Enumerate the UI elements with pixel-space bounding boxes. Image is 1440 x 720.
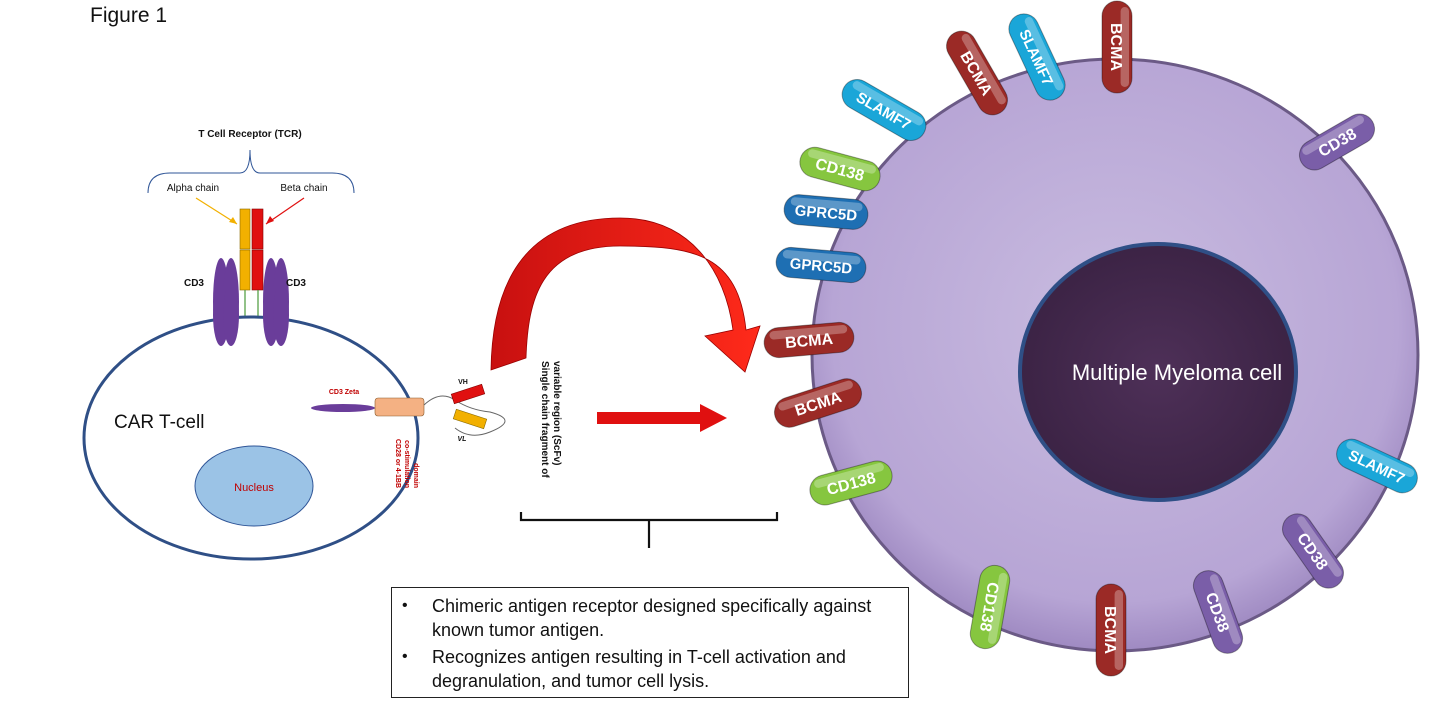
- antigen-layer: BCMASLAMF7BCMASLAMF7CD38CD138GPRC5DGPRC5…: [763, 0, 1418, 677]
- car-tcell-membrane: [82, 315, 420, 561]
- antigen-capsule: [1298, 113, 1376, 171]
- antigen-highlight: [769, 324, 848, 340]
- tcr-brace: [147, 149, 355, 194]
- antigen-label: BCMA: [1107, 23, 1124, 71]
- antigen-highlight: [1302, 115, 1364, 155]
- antigen-highlight: [1296, 516, 1342, 577]
- antigen-capsule: [1192, 570, 1244, 654]
- alpha-chain-label: Alpha chain: [167, 183, 219, 194]
- antigen-capsule: [1282, 513, 1344, 589]
- caption-bullet-2: Recognizes antigen resulting in T-cell a…: [402, 645, 908, 693]
- antigen-gprc5d-8: GPRC5D: [775, 246, 867, 284]
- beta-pointer-head: [266, 216, 274, 224]
- antigen-capsule: [1101, 0, 1133, 94]
- cd3-left-b-lower: [223, 284, 239, 346]
- antigen-capsule: [946, 30, 1008, 116]
- cd3-zeta-label: CD3 Zeta: [329, 389, 359, 396]
- alpha-chain-upper: [239, 208, 251, 250]
- figure-label: Figure 1: [90, 4, 168, 27]
- caption-list: Chimeric antigen receptor designed speci…: [392, 594, 908, 693]
- scfv-label: Single chain fragment of variable region…: [539, 361, 562, 478]
- antigen-bcma-10: BCMA: [773, 378, 863, 428]
- vh-domain: [450, 383, 486, 405]
- scfv-label-line2: variable region (ScFv): [551, 361, 562, 465]
- antigen-label: GPRC5D: [794, 202, 858, 224]
- curved-arrow: [490, 217, 761, 373]
- antigen-capsule: [841, 79, 927, 141]
- alpha-pointer-head: [229, 217, 237, 224]
- antigen-highlight: [1120, 7, 1129, 87]
- alpha-pointer-arrow: [195, 197, 238, 225]
- antigen-highlight: [1346, 440, 1415, 477]
- antigen-capsule: [799, 146, 881, 192]
- antigen-cd138-11: CD138: [809, 460, 893, 506]
- antigen-highlight: [961, 33, 1006, 105]
- antigen-highlight: [782, 249, 861, 265]
- antigen-capsule: [775, 246, 867, 284]
- antigen-cd38-5: CD38: [1298, 113, 1376, 171]
- vl-label: VL: [458, 436, 467, 443]
- nucleus-label: Nucleus: [234, 482, 274, 494]
- straight-arrow: [597, 404, 727, 432]
- costim-label-line3: domain: [412, 463, 419, 488]
- antigen-capsule: [1095, 583, 1127, 677]
- antigen-highlight: [790, 197, 863, 212]
- antigen-highlight: [778, 380, 853, 411]
- cd3-right-b-lower: [273, 284, 289, 346]
- antigen-label: BCMA: [784, 331, 834, 352]
- beta-chain-lower: [251, 249, 264, 291]
- myeloma-nucleus: [1018, 242, 1298, 502]
- antigen-capsule: [809, 460, 893, 506]
- antigen-cd138-6: CD138: [799, 146, 881, 192]
- antigen-highlight: [852, 81, 924, 126]
- antigen-highlight: [814, 463, 884, 488]
- scfv-linker: [423, 395, 506, 436]
- myeloma-cell-label: Multiple Myeloma cell: [1072, 360, 1282, 385]
- antigen-cd138-16: CD138: [969, 564, 1011, 650]
- antigen-capsule: [763, 321, 855, 359]
- antigen-bcma-1: BCMA: [1101, 0, 1133, 94]
- antigen-gprc5d-7: GPRC5D: [783, 194, 869, 230]
- antigen-highlight: [987, 572, 1008, 644]
- antigen-capsule: [969, 564, 1011, 650]
- antigen-highlight: [1114, 590, 1123, 670]
- vh-label: VH: [458, 379, 468, 386]
- antigen-capsule: [773, 378, 863, 428]
- costim-label: CD28 or 4-1BB co-stimulation domain: [394, 439, 419, 488]
- cd3-right-label: CD3: [286, 278, 306, 289]
- antigen-highlight: [808, 149, 876, 174]
- cd3-left-label: CD3: [184, 278, 204, 289]
- vl-domain: [452, 408, 488, 430]
- antigen-capsule: [1336, 438, 1418, 494]
- beta-chain-upper: [251, 208, 264, 250]
- antigen-highlight: [1209, 574, 1241, 645]
- costim-domain: [374, 397, 425, 417]
- costim-label-line2: co-stimulation: [403, 440, 410, 488]
- scfv-brace: [519, 512, 779, 548]
- antigen-bcma-15: BCMA: [1095, 583, 1127, 677]
- alpha-chain-lower: [239, 249, 251, 291]
- caption-box: Chimeric antigen receptor designed speci…: [391, 587, 909, 698]
- antigen-label: BCMA: [1101, 606, 1118, 654]
- costim-label-line1: CD28 or 4-1BB: [394, 439, 401, 488]
- car-tcell-label: CAR T-cell: [114, 412, 204, 433]
- antigen-capsule: [1008, 13, 1066, 101]
- antigen-capsule: [783, 194, 869, 230]
- tcr-title: T Cell Receptor (TCR): [198, 129, 301, 140]
- antigen-slamf7-4: SLAMF7: [841, 79, 927, 141]
- beta-chain-label: Beta chain: [280, 183, 327, 194]
- antigen-label: GPRC5D: [789, 255, 853, 277]
- antigen-highlight: [1024, 17, 1064, 91]
- caption-bullet-1: Chimeric antigen receptor designed speci…: [402, 594, 908, 642]
- antigen-bcma-9: BCMA: [763, 321, 855, 359]
- nucleus: [194, 445, 314, 527]
- scfv-label-line1: Single chain fragment of: [539, 361, 550, 478]
- cd3-zeta-domain: [311, 404, 375, 412]
